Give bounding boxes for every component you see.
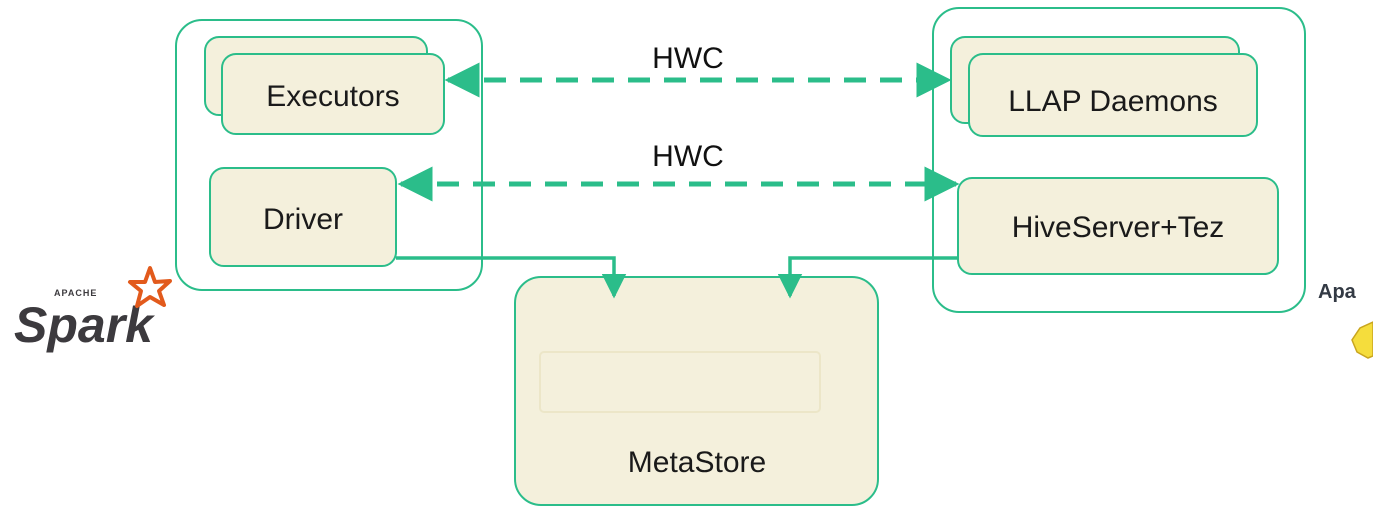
driver-node: Driver (209, 167, 397, 267)
hwc-label-bottom: HWC (652, 140, 724, 173)
executors-label: Executors (266, 80, 399, 113)
spark-container (175, 19, 483, 291)
hive-container (932, 7, 1306, 313)
hwc-label-top: HWC (652, 42, 724, 75)
hive-logo-text: Apa (1318, 281, 1357, 303)
metastore-label: MetaStore (628, 446, 766, 479)
hwc-connection-driver-hiveserver: HWC (397, 140, 960, 202)
driver-to-metastore-line (396, 256, 627, 299)
spark-logo-apache-text: APACHE (54, 288, 97, 298)
hiveserver-tez-node: HiveServer+Tez (957, 177, 1279, 275)
hwc-connection-executors-llap: HWC (444, 42, 952, 98)
driver-box (209, 167, 397, 267)
apache-hive-logo: Apa (1318, 281, 1373, 359)
hiveserver-tez-box (957, 177, 1279, 275)
metastore-box (514, 276, 879, 506)
spark-star-icon (128, 266, 172, 308)
metastore-node: MetaStore (514, 276, 879, 506)
llap-node-front (968, 53, 1258, 137)
executors-node: Executors (204, 36, 445, 135)
llap-daemons-node: LLAP Daemons (950, 36, 1258, 137)
executors-node-front (221, 53, 445, 135)
driver-label: Driver (263, 203, 343, 236)
hive-bee-icon (1351, 321, 1373, 359)
apache-spark-logo: APACHE Spark (14, 266, 172, 353)
hiveserver-to-metastore-line (777, 256, 958, 299)
hiveserver-tez-label: HiveServer+Tez (1012, 211, 1225, 244)
spark-logo-word: Spark (14, 297, 155, 353)
metastore-watermark (539, 351, 821, 413)
llap-daemons-label: LLAP Daemons (1008, 85, 1218, 118)
